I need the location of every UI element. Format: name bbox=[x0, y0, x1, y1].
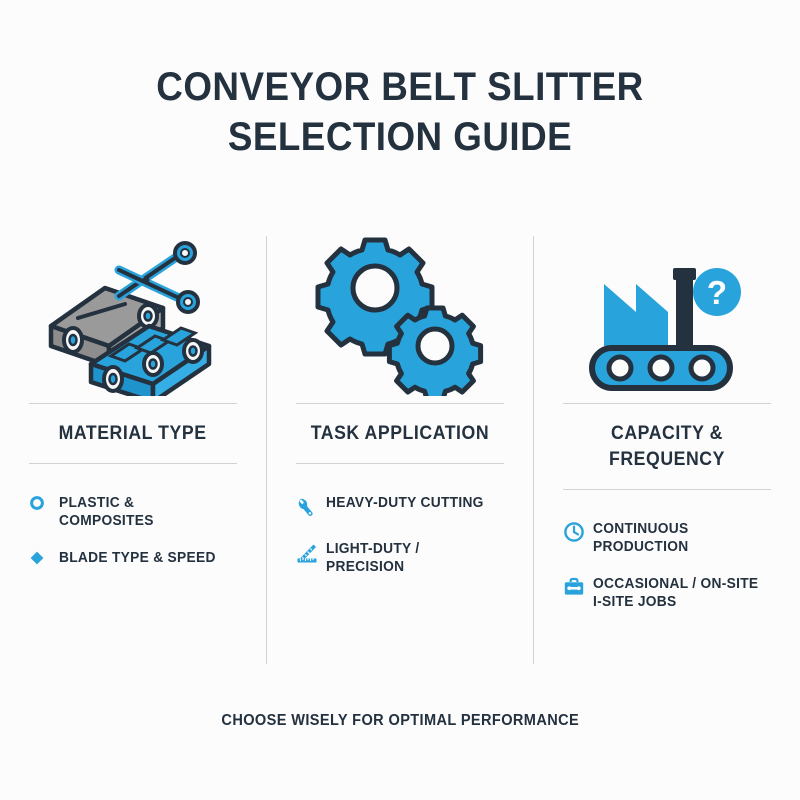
header-rule-bottom bbox=[563, 489, 771, 490]
column-task-application: TASK APPLICATION HEAVY-DUTY CUTTING bbox=[267, 228, 533, 668]
items-list-task-application: HEAVY-DUTY CUTTING bbox=[296, 464, 504, 595]
items-list-material-type: PLASTIC & COMPOSITES BLADE TYPE & SPEED bbox=[29, 464, 237, 595]
list-item[interactable]: CONTINUOUS PRODUCTION bbox=[563, 520, 771, 556]
list-item[interactable]: BLADE TYPE & SPEED bbox=[29, 549, 237, 576]
header-rule-bottom bbox=[296, 463, 504, 464]
diamond-icon bbox=[29, 549, 59, 576]
column-header-capacity-frequency: CAPACITY & FREQUENCY bbox=[609, 423, 725, 470]
column-capacity-frequency: ? CAPACITY & FREQUENCY bbox=[534, 228, 800, 668]
list-item-label: LIGHT-DUTY / PRECISION bbox=[326, 541, 420, 575]
toolbox-icon bbox=[563, 575, 593, 602]
list-item[interactable]: LIGHT-DUTY / PRECISION bbox=[296, 540, 504, 576]
list-item[interactable]: HEAVY-DUTY CUTTING bbox=[296, 494, 504, 521]
list-item-label: BLADE TYPE & SPEED bbox=[59, 550, 216, 566]
conveyor-belt-with-scissors-illustration bbox=[18, 228, 248, 403]
column-material-type: MATERIAL TYPE PLASTIC & COMPOSITES BLADE… bbox=[0, 228, 266, 668]
columns-container: MATERIAL TYPE PLASTIC & COMPOSITES BLADE… bbox=[0, 228, 800, 668]
column-header-task-application: TASK APPLICATION bbox=[310, 423, 490, 444]
list-item-label: CONTINUOUS PRODUCTION bbox=[593, 521, 689, 555]
header-rule-top bbox=[29, 403, 237, 404]
list-item-label: PLASTIC & COMPOSITES bbox=[59, 495, 154, 529]
header-rule-top bbox=[296, 403, 504, 404]
page-title: CONVEYOR BELT SLITTER SELECTION GUIDE bbox=[0, 62, 800, 162]
clock-icon bbox=[563, 520, 593, 547]
footer-tagline: CHOOSE WISELY FOR OPTIMAL PERFORMANCE bbox=[0, 712, 800, 730]
svg-text:?: ? bbox=[706, 274, 726, 311]
title-line-2: SELECTION GUIDE bbox=[227, 115, 573, 159]
factory-conveyor-question-illustration: ? bbox=[552, 228, 782, 403]
column-header-material-type: MATERIAL TYPE bbox=[59, 423, 207, 444]
list-item-label: OCCASIONAL / ON-SITE I-SITE JOBS bbox=[593, 576, 759, 610]
items-list-capacity-frequency: CONTINUOUS PRODUCTION OCCASIONAL / ON-SI… bbox=[563, 490, 771, 630]
header-rule-top bbox=[563, 403, 771, 404]
column-divider-2 bbox=[533, 236, 534, 664]
circle-outline-icon bbox=[29, 494, 59, 521]
footer-tagline-text: CHOOSE WISELY FOR OPTIMAL PERFORMANCE bbox=[221, 712, 579, 729]
list-item-label: HEAVY-DUTY CUTTING bbox=[326, 495, 484, 511]
ruler-icon bbox=[296, 540, 326, 567]
wrench-icon bbox=[296, 494, 326, 521]
gears-illustration bbox=[285, 228, 515, 403]
header-rule-bottom bbox=[29, 463, 237, 464]
column-divider-1 bbox=[266, 236, 267, 664]
list-item[interactable]: PLASTIC & COMPOSITES bbox=[29, 494, 237, 530]
title-line-1: CONVEYOR BELT SLITTER bbox=[156, 65, 644, 109]
list-item[interactable]: OCCASIONAL / ON-SITE I-SITE JOBS bbox=[563, 575, 771, 611]
